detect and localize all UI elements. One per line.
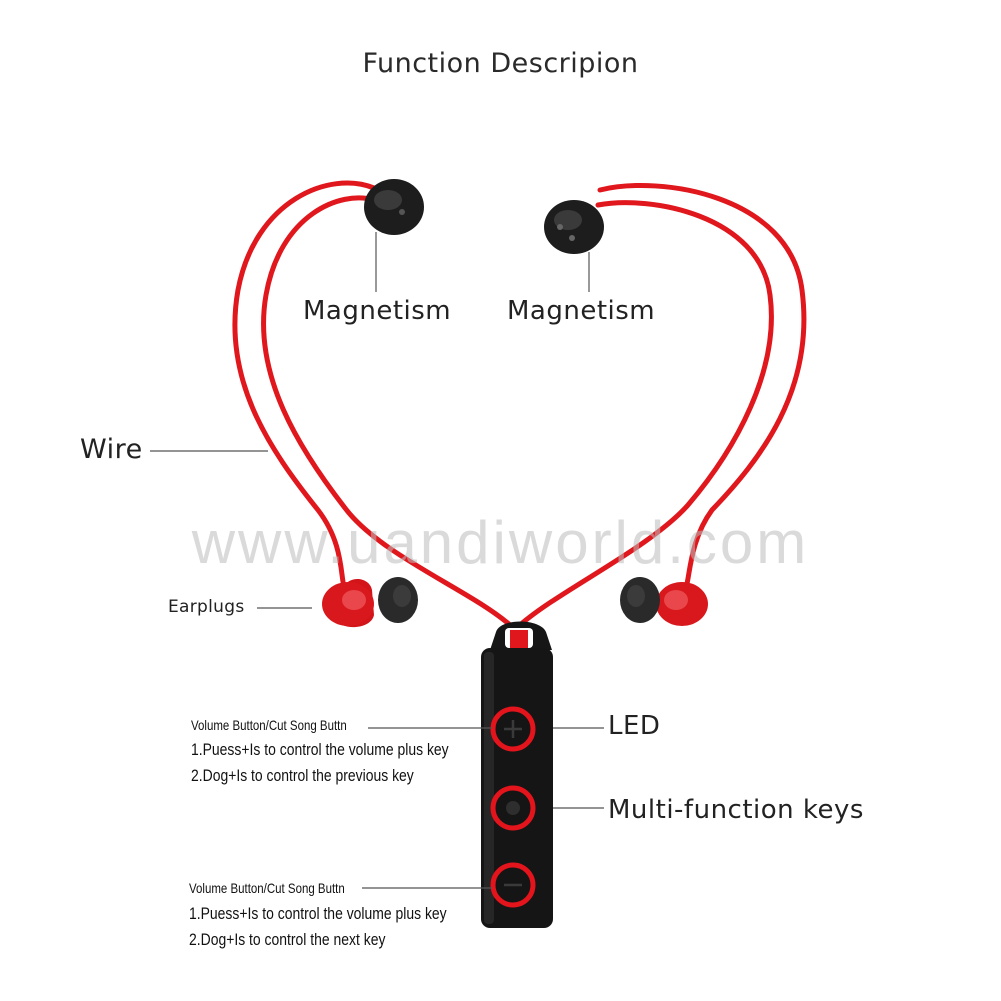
label-led: LED [608,711,661,741]
button-multi-function[interactable] [490,785,536,831]
watermark: www.uandiworld.com [191,509,810,576]
leader-lines [150,232,604,889]
magnet-tip-left [364,179,424,235]
magnet-tip-right [544,200,604,254]
plus-icon [504,720,522,738]
top-button-line-2: 2.Dog+Is to control the previous key [191,766,414,785]
label-magnetism-right: Magnetism [507,296,656,326]
button-minus[interactable] [490,862,536,908]
cable-group [232,180,807,628]
earbud-right [620,577,708,626]
bottom-button-heading: Volume Button/Cut Song Buttn [189,880,345,896]
cable-right-outer [597,183,807,591]
page-title: Function Descripion [362,48,639,79]
top-button-line-1: 1.Puess+Is to control the volume plus ke… [191,740,449,759]
label-multi-function-keys: Multi-function keys [608,795,864,825]
bottom-button-line-2: 2.Dog+Is to control the next key [189,930,386,949]
cable-left-inner [261,195,513,628]
top-button-heading: Volume Button/Cut Song Buttn [191,717,347,733]
earbud-left [322,577,418,628]
bottom-button-line-1: 1.Puess+Is to control the volume plus ke… [189,904,447,923]
cable-left-outer [232,180,377,593]
multi-function-dot-icon [506,801,520,815]
label-wire: Wire [80,434,143,465]
cable-right-inner [517,200,774,628]
button-plus[interactable] [490,706,536,752]
label-earplugs: Earplugs [168,597,245,617]
label-magnetism-left: Magnetism [303,296,452,326]
